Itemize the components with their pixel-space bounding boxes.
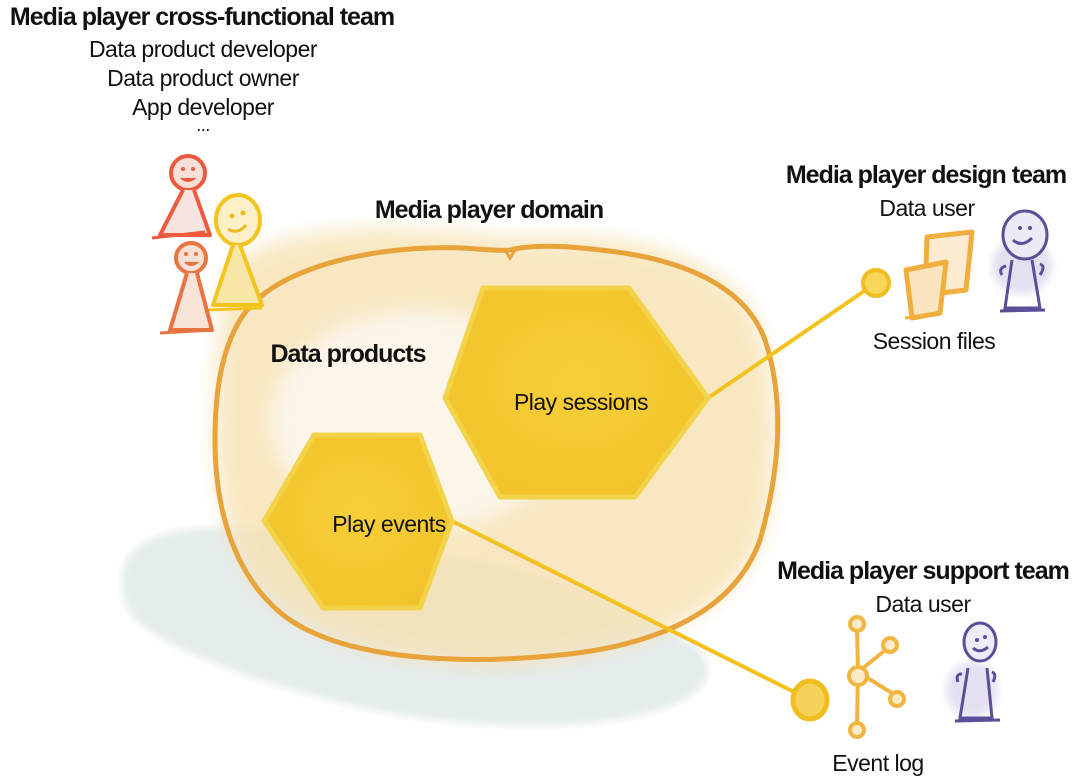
cross-team-role: App developer [132, 94, 274, 120]
cross-team-role: Data product owner [107, 65, 299, 91]
cross-team-title: Media player cross-functional team [9, 3, 395, 31]
domain-outline [212, 243, 781, 662]
domain-outline-notch [503, 249, 517, 261]
output-port-event-log[interactable] [790, 678, 830, 722]
session-files-icon [903, 229, 975, 321]
design-team-title: Media player design team [785, 161, 1067, 189]
connector-sessions-to-design [706, 281, 878, 400]
person-icon-yellow [207, 193, 264, 312]
person-icon-orange [159, 241, 214, 335]
cross-team-role-more: ... [196, 115, 210, 135]
play-sessions-label: Play sessions [513, 389, 649, 415]
session-files-label: Session files [872, 328, 996, 354]
data-products-label: Data products [270, 340, 426, 368]
cross-team-role: Data product developer [88, 36, 318, 62]
domain-title: Media player domain [374, 196, 604, 224]
hexagon-play-sessions[interactable] [442, 285, 711, 500]
connector-events-to-support [450, 519, 808, 700]
person-icon-red [151, 154, 212, 240]
design-team-role: Data user [879, 195, 975, 221]
play-events-label: Play events [332, 511, 446, 537]
support-team-role: Data user [875, 591, 971, 617]
event-log-label: Event log [832, 750, 924, 776]
event-log-icon [847, 615, 906, 739]
person-icon-purple-design [992, 209, 1052, 313]
output-port-session-files[interactable] [861, 268, 891, 298]
support-team-title: Media player support team [777, 557, 1070, 585]
hexagon-play-events[interactable] [261, 432, 455, 611]
person-icon-purple-support [946, 621, 1001, 723]
